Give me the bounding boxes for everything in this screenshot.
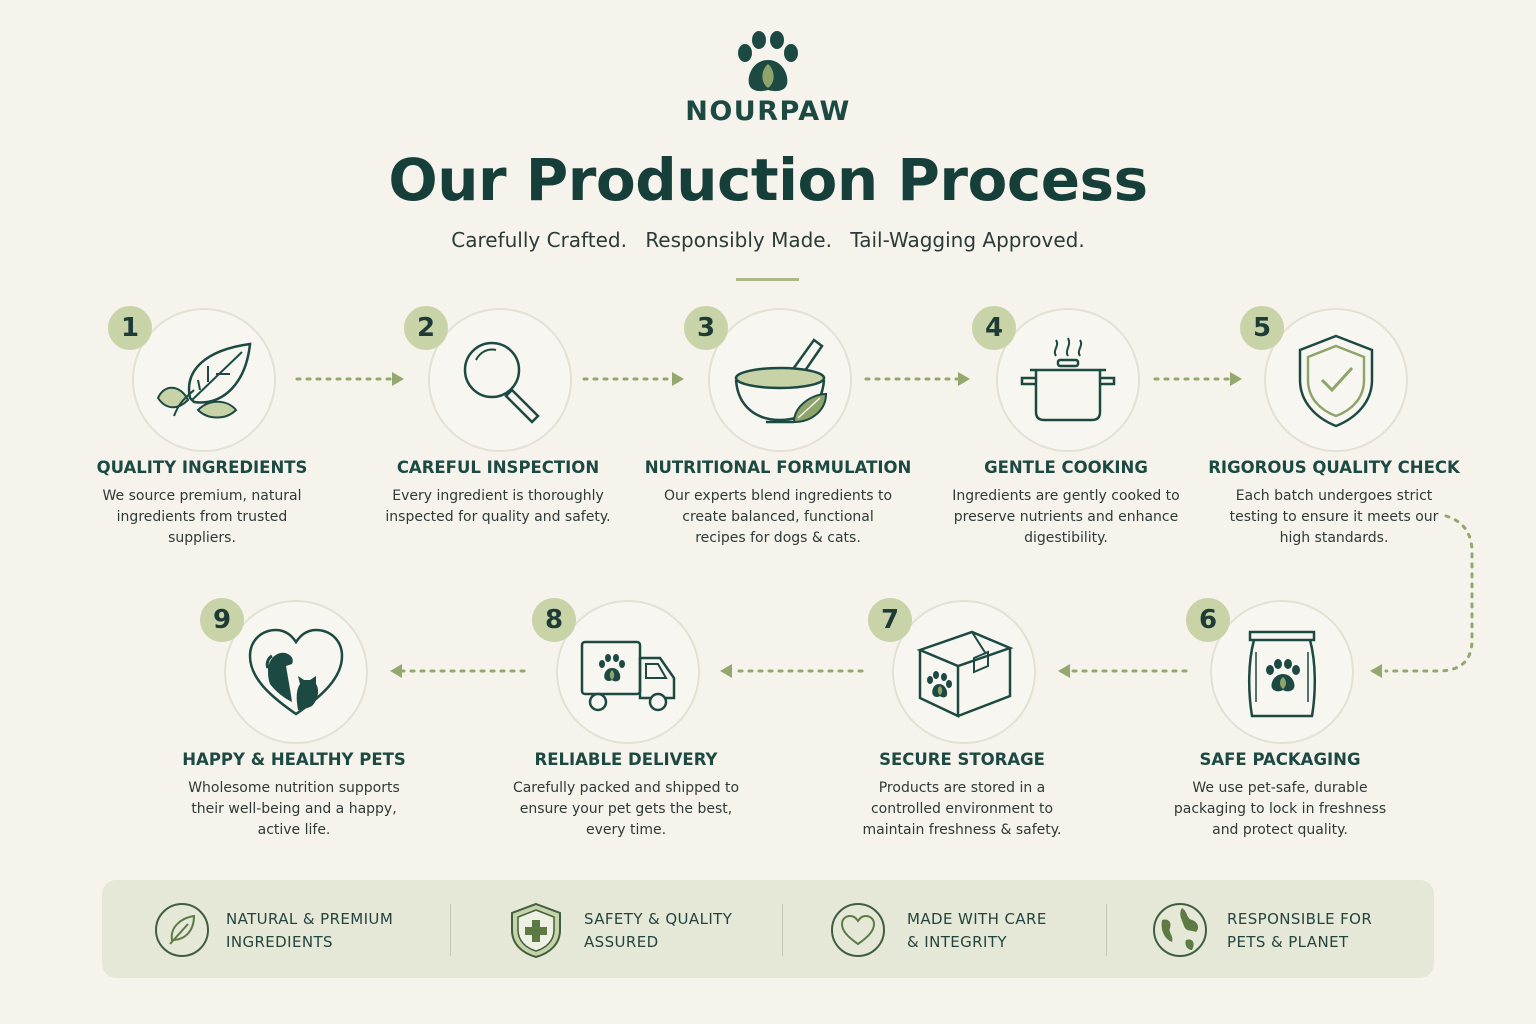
tagline-part: Carefully Crafted. (451, 228, 627, 252)
step-title: NUTRITIONAL FORMULATION (644, 458, 912, 477)
step-number-badge: 3 (684, 306, 728, 350)
tagline-part: Tail-Wagging Approved. (850, 228, 1085, 252)
leaf-icon (156, 342, 252, 419)
tagline-part: Responsibly Made. (645, 228, 832, 252)
step-title: SECURE STORAGE (879, 750, 1045, 769)
step-icon-circle (1264, 308, 1408, 452)
step-description: Wholesome nutrition supports their well-… (188, 780, 400, 838)
arrowhead (720, 664, 732, 678)
feature-text: NATURAL & PREMIUM INGREDIENTS (226, 908, 416, 954)
box-icon (916, 630, 1014, 718)
step-description: We use pet-safe, durable packaging to lo… (1173, 780, 1387, 838)
title-divider (736, 278, 799, 281)
step-number-badge: 4 (972, 306, 1016, 350)
arrowhead (1058, 664, 1070, 678)
feature-bar: NATURAL & PREMIUM INGREDIENTS SAFETY & Q… (102, 880, 1434, 978)
arrowhead (1370, 664, 1382, 678)
step-number-badge: 7 (868, 598, 912, 642)
step-title: RELIABLE DELIVERY (534, 750, 718, 769)
arrowhead (1230, 372, 1242, 386)
step-icon-circle (1210, 600, 1354, 744)
arrowhead (390, 664, 402, 678)
heart-pets-icon (248, 628, 344, 716)
mortar-bowl-icon (734, 338, 828, 424)
feature-line: & INTEGRITY (907, 933, 1007, 951)
arrowhead (958, 372, 970, 386)
step-description: Carefully packed and shipped to ensure y… (512, 780, 740, 838)
arrowhead (672, 372, 684, 386)
step-number-badge: 9 (200, 598, 244, 642)
step-number-badge: 5 (1240, 306, 1284, 350)
step-description: Ingredients are gently cooked to preserv… (952, 488, 1180, 546)
magnifier-icon (463, 341, 540, 424)
step-icon-circle (708, 308, 852, 452)
step-title: GENTLE COOKING (984, 458, 1148, 477)
feature-text: RESPONSIBLE FOR PETS & PLANET (1227, 908, 1417, 954)
step-description: Each batch undergoes strict testing to e… (1229, 488, 1439, 546)
step-icon-circle (996, 308, 1140, 452)
step-description: Our experts blend ingredients to create … (663, 488, 893, 546)
food-bag-icon (1247, 630, 1317, 718)
arrowhead (392, 372, 404, 386)
step-icon-circle (224, 600, 368, 744)
step-icon-circle (132, 308, 276, 452)
step-number-badge: 8 (532, 598, 576, 642)
page-title: Our Production Process (388, 146, 1148, 214)
feature-text: SAFETY & QUALITY ASSURED (584, 908, 774, 954)
step-title: CAREFUL INSPECTION (396, 458, 600, 477)
step-icon-circle (428, 308, 572, 452)
shield-check-icon (1298, 334, 1374, 428)
step-title: QUALITY INGREDIENTS (96, 458, 308, 477)
step-number-badge: 2 (404, 306, 448, 350)
feature-line: ASSURED (584, 933, 659, 951)
globe-icon (1153, 903, 1207, 957)
cooking-pot-icon (1020, 337, 1116, 422)
step-icon-circle (556, 600, 700, 744)
heart-circle-icon (831, 903, 885, 957)
feature-separator (782, 904, 783, 956)
step-icon-circle (892, 600, 1036, 744)
step-description: We source premium, natural ingredients f… (102, 488, 302, 546)
step-number-badge: 1 (108, 306, 152, 350)
delivery-truck-icon (580, 640, 676, 712)
feature-line: INGREDIENTS (226, 933, 333, 951)
leaf-circle-icon (155, 903, 209, 957)
feature-line: SAFETY & QUALITY (584, 910, 733, 928)
feature-line: NATURAL & PREMIUM (226, 910, 394, 928)
feature-line: MADE WITH CARE (907, 910, 1047, 928)
feature-text: MADE WITH CARE & INTEGRITY (907, 908, 1097, 954)
shield-plus-icon (511, 902, 561, 958)
step-title: RIGOROUS QUALITY CHECK (1208, 458, 1460, 477)
feature-separator (450, 904, 451, 956)
brand-name: NOURPAW (685, 96, 851, 127)
step-title: HAPPY & HEALTHY PETS (182, 750, 406, 769)
paw-logo-icon (738, 31, 798, 92)
feature-line: RESPONSIBLE FOR (1227, 910, 1373, 928)
feature-line: PETS & PLANET (1227, 933, 1349, 951)
tagline: Carefully Crafted. Responsibly Made. Tai… (0, 228, 1536, 252)
step-title: SAFE PACKAGING (1199, 750, 1361, 769)
step-number-badge: 6 (1186, 598, 1230, 642)
feature-separator (1106, 904, 1107, 956)
step-description: Every ingredient is thoroughly inspected… (385, 488, 611, 525)
step-description: Products are stored in a controlled envi… (862, 780, 1062, 838)
